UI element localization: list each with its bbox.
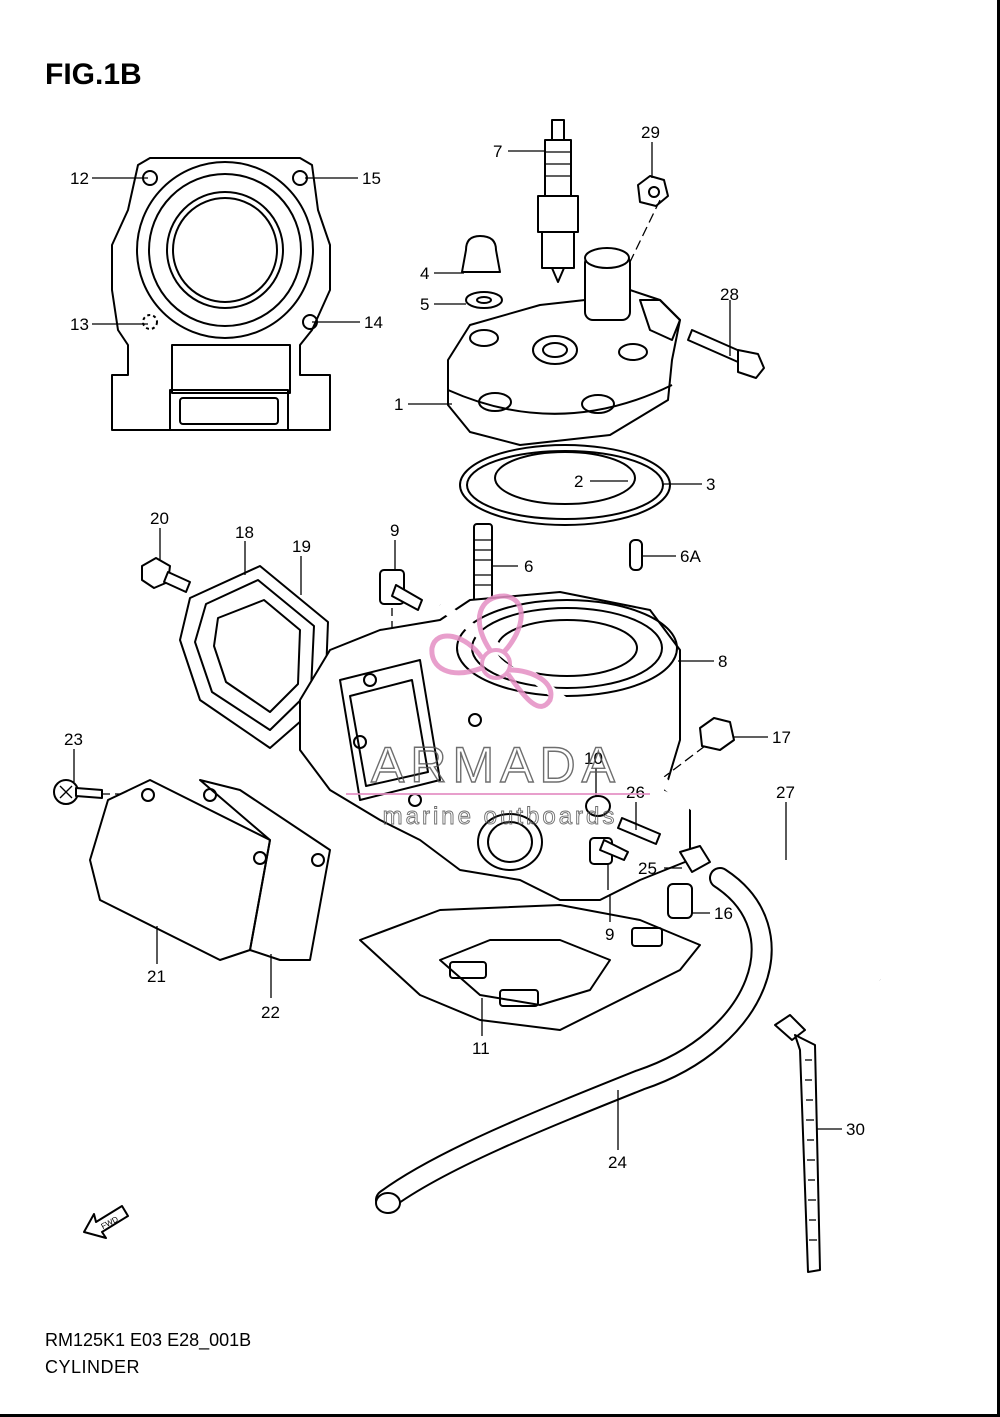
stud-bolt-6 — [473, 523, 493, 605]
head-gaskets — [459, 444, 671, 526]
callout-labels: 12 15 13 14 7 29 4 5 28 1 2 3 20 18 19 9… — [64, 123, 865, 1172]
callout-12: 12 — [70, 169, 89, 188]
flange-nut-29 — [629, 175, 669, 263]
callout-22: 22 — [261, 1003, 280, 1022]
callout-6a: 6A — [680, 547, 701, 566]
cap-nut-and-washer — [461, 235, 503, 309]
reed-valve-gaskets — [179, 565, 329, 749]
callout-23: 23 — [64, 730, 83, 749]
callout-28: 28 — [720, 285, 739, 304]
screw-23 — [53, 779, 140, 805]
cylinder-block — [299, 591, 691, 901]
cylinder-top-view — [111, 157, 331, 431]
watermark-brand: ARMADA — [371, 737, 621, 793]
callout-25: 25 — [638, 859, 657, 878]
callout-11: 11 — [472, 1039, 490, 1058]
callout-30: 30 — [846, 1120, 865, 1139]
exhaust-cover-and-gasket — [89, 779, 331, 961]
callout-9-lower: 9 — [605, 925, 614, 944]
callout-24: 24 — [608, 1153, 627, 1172]
callout-13: 13 — [70, 315, 89, 334]
callout-19: 19 — [292, 537, 311, 556]
callout-16: 16 — [714, 904, 733, 923]
callout-21: 21 — [147, 967, 166, 986]
callout-26: 26 — [626, 783, 645, 802]
diagram-code: RM125K1 E03 E28_001B — [45, 1330, 252, 1350]
forward-arrow-icon: FWD — [83, 1205, 129, 1239]
callout-4: 4 — [420, 264, 429, 283]
callout-9-upper: 9 — [390, 521, 399, 540]
callout-7: 7 — [493, 142, 502, 161]
callout-6: 6 — [524, 557, 533, 576]
callout-8: 8 — [718, 652, 727, 671]
bolt-28 — [687, 329, 765, 379]
diagram-name: CYLINDER — [45, 1357, 141, 1377]
callout-5: 5 — [420, 295, 429, 314]
spark-plug — [537, 119, 579, 283]
callout-29: 29 — [641, 123, 660, 142]
dowel-pin-6a — [629, 539, 643, 571]
hose-27 — [437, 600, 885, 983]
callout-1: 1 — [394, 395, 403, 414]
cable-tie-30 — [774, 1014, 821, 1273]
watermark-tagline: marine outboards — [383, 803, 618, 830]
callout-20: 20 — [150, 509, 169, 528]
callout-17: 17 — [772, 728, 791, 747]
callout-15: 15 — [362, 169, 381, 188]
propeller-icon — [429, 593, 554, 709]
callout-10: 10 — [584, 749, 603, 768]
figure-title: FIG.1B — [45, 58, 142, 91]
callout-18: 18 — [235, 523, 254, 542]
hose-fitting-9-upper — [379, 569, 423, 650]
leader-lines — [73, 142, 842, 1150]
hose-24 — [375, 867, 773, 1214]
small-fittings — [585, 795, 711, 919]
flange-nut-17 — [659, 717, 735, 781]
callout-14: 14 — [364, 313, 383, 332]
callout-27: 27 — [776, 783, 795, 802]
base-gasket — [359, 904, 701, 1031]
callout-3: 3 — [706, 475, 715, 494]
watermark: ARMADA marine outboards — [346, 593, 650, 830]
cylinder-head — [447, 247, 681, 446]
bolt-20 — [141, 557, 191, 593]
callout-2: 2 — [574, 472, 583, 491]
